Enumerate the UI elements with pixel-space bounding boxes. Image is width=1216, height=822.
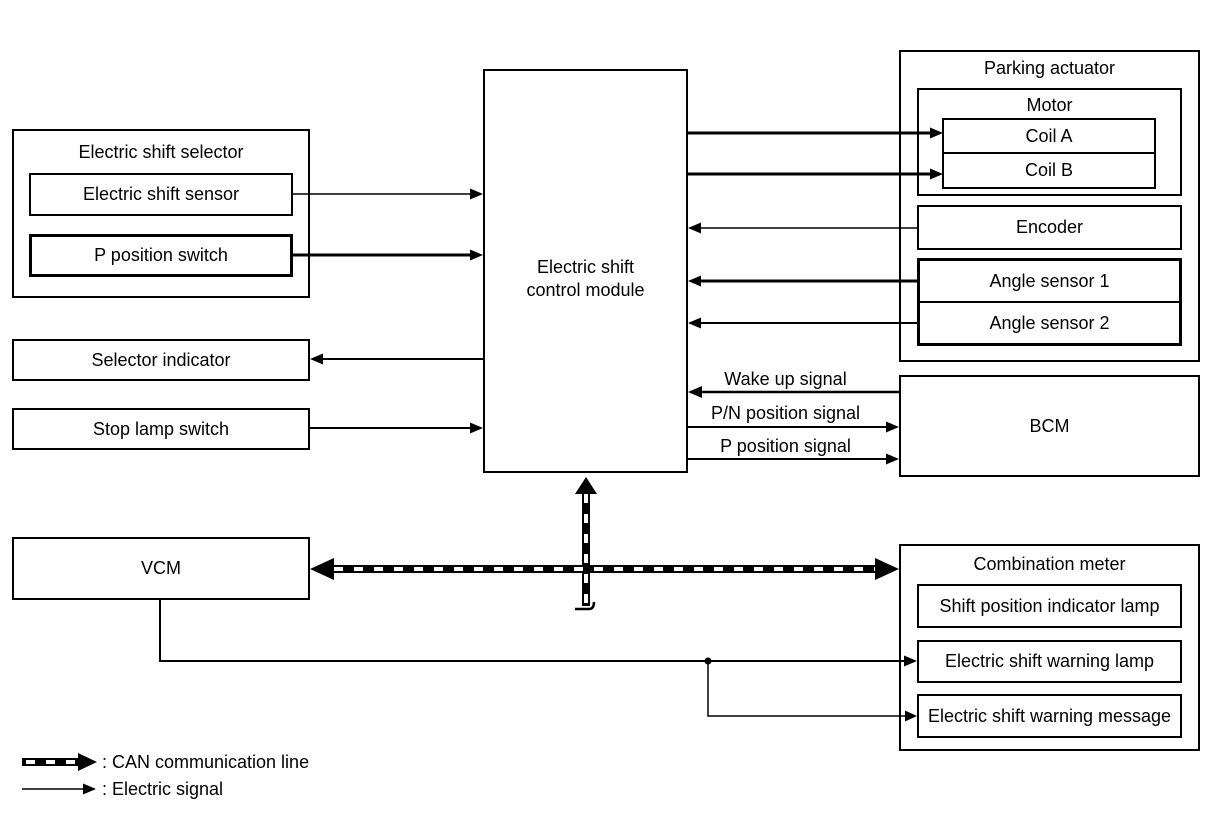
line-p-position-switch-to-module xyxy=(293,249,483,261)
line-electric-shift-sensor-to-module xyxy=(293,188,483,200)
p-position-signal-label: P position signal xyxy=(720,436,851,456)
line-vcm-to-warning-lamp xyxy=(159,600,917,667)
legend-can-line-sample xyxy=(22,753,97,771)
can-line-vcm-to-combination-meter xyxy=(310,558,899,580)
combination-meter-group: Combination meter Shift position indicat… xyxy=(899,544,1200,751)
wake-up-signal-label: Wake up signal xyxy=(724,369,847,389)
coil-a-box: Coil A xyxy=(944,120,1154,154)
motor-group: Motor Coil A Coil B xyxy=(917,88,1182,196)
angle-sensor-2-box: Angle sensor 2 xyxy=(989,312,1110,333)
p-position-switch-box: P position switch xyxy=(29,234,293,277)
electric-shift-warning-message-box: Electric shift warning message xyxy=(917,694,1182,738)
motor-title: Motor xyxy=(1026,95,1073,115)
electric-shift-selector-group: Electric shift selector Electric shift s… xyxy=(12,129,310,298)
electric-shift-selector-title: Electric shift selector xyxy=(78,142,244,162)
module-label-line1: Electric shift xyxy=(536,257,635,277)
pn-position-signal-label: P/N position signal xyxy=(710,403,861,423)
line-branch-to-warning-message xyxy=(707,661,917,722)
legend-can-label: : CAN communication line xyxy=(102,752,310,772)
electric-shift-sensor-box: Electric shift sensor xyxy=(29,173,293,216)
vcm-box: VCM xyxy=(12,537,310,600)
stop-lamp-switch-box: Stop lamp switch xyxy=(12,408,310,450)
can-line-module-branch xyxy=(575,477,597,611)
electric-shift-warning-lamp-box: Electric shift warning lamp xyxy=(917,640,1182,683)
shift-position-indicator-lamp-box: Shift position indicator lamp xyxy=(917,584,1182,628)
module-label-line2: control module xyxy=(526,280,645,300)
electric-shift-control-module-box: Electric shift control module xyxy=(483,69,688,473)
coil-stack: Coil A Coil B xyxy=(942,118,1156,189)
parking-actuator-title: Parking actuator xyxy=(983,58,1116,78)
junction-dot xyxy=(704,657,712,665)
line-module-pn-position-to-bcm xyxy=(688,421,899,433)
angle-sensor-1-box: Angle sensor 1 xyxy=(920,261,1179,303)
line-stop-lamp-switch-to-module xyxy=(310,422,483,434)
parking-actuator-group: Parking actuator Motor Coil A Coil B Enc… xyxy=(899,50,1200,362)
encoder-box: Encoder xyxy=(917,205,1182,250)
bcm-box: BCM xyxy=(899,375,1200,477)
can-branch-foot xyxy=(575,601,596,611)
line-module-to-selector-indicator xyxy=(310,353,483,365)
line-angle-sensor-1-to-module xyxy=(688,275,917,287)
legend-electric-signal-sample xyxy=(22,783,96,795)
line-angle-sensor-2-to-module xyxy=(688,317,917,329)
line-encoder-to-module xyxy=(688,222,917,234)
legend-electric-label: : Electric signal xyxy=(102,779,224,799)
coil-b-box: Coil B xyxy=(1024,160,1073,180)
selector-indicator-box: Selector indicator xyxy=(12,339,310,381)
angle-sensor-group: Angle sensor 1 Angle sensor 2 xyxy=(917,258,1182,346)
combination-meter-title: Combination meter xyxy=(973,554,1126,574)
